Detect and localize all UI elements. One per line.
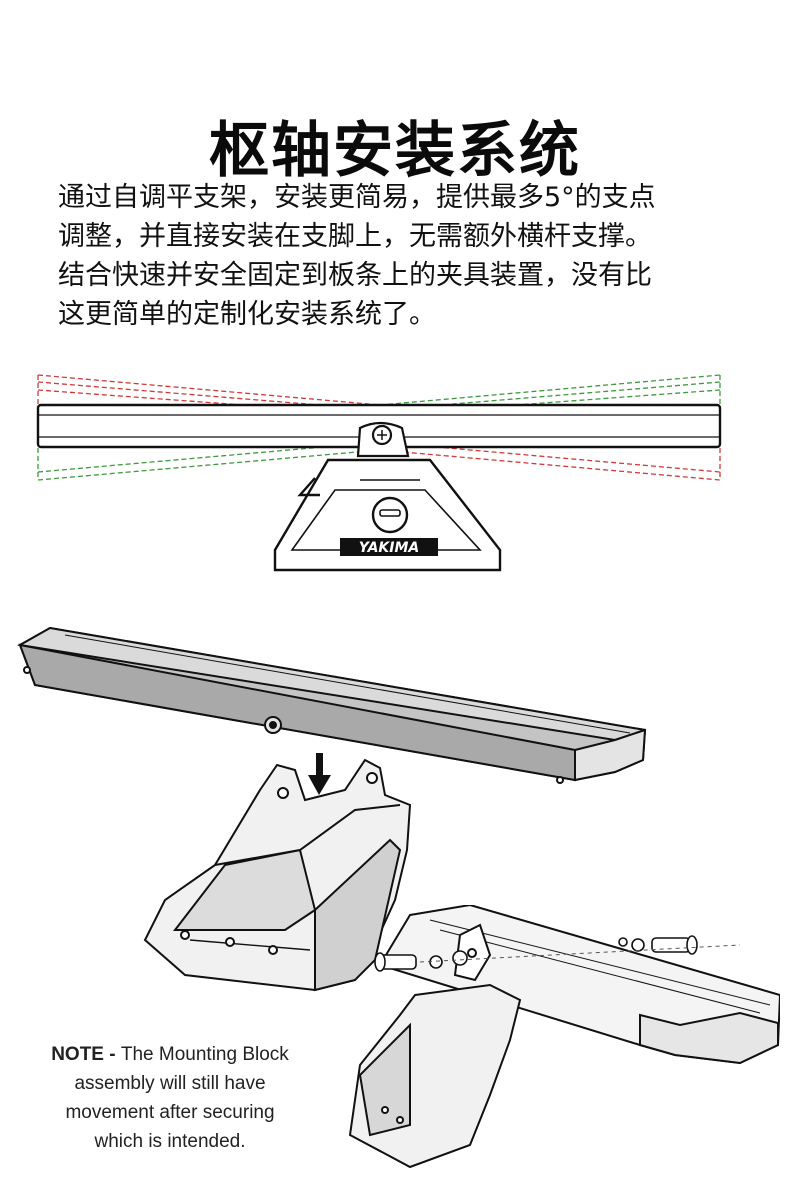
note-line: The Mounting Block [120, 1044, 289, 1065]
note-line: which is intended. [94, 1131, 246, 1152]
foot-section [348, 923, 522, 1169]
bolt-left [374, 950, 468, 972]
note-line: movement after securing [65, 1102, 275, 1123]
yakima-foot [273, 458, 502, 572]
yakima-logo: YAKIMA [340, 538, 438, 556]
pivot-tilt-diagram: YAKIMA [36, 374, 722, 572]
mounting-block [356, 421, 410, 458]
crossbar-rail [17, 626, 647, 784]
bolt-right [618, 935, 698, 955]
bolt-assembly-detail-diagram [348, 905, 780, 1169]
description-line: 结合快速并安全固定到板条上的夹具装置，没有比 [58, 260, 652, 291]
mounting-foot [143, 758, 412, 992]
description-line: 调整，并直接安装在支脚上，无需额外横杆支撑。 [58, 221, 652, 252]
svg-text:YAKIMA: YAKIMA [359, 540, 419, 556]
description: 通过自调平支架，安装更简易，提供最多5°的支点 调整，并直接安装在支脚上，无需额… [58, 178, 748, 334]
tilt-outline-red [37, 374, 721, 481]
note-line: assembly will still have [74, 1073, 266, 1094]
description-line: 通过自调平支架，安装更简易，提供最多5°的支点 [58, 182, 656, 213]
page-title: 枢轴安装系统 [209, 116, 581, 187]
note-separator: - [103, 1044, 121, 1065]
crossbar-mounting-diagram [17, 626, 647, 992]
dashed-guide [419, 944, 741, 963]
mounting-note: NOTE - The Mounting Block assembly will … [20, 1040, 320, 1156]
down-arrow-icon [308, 753, 331, 795]
note-label: NOTE [51, 1044, 104, 1065]
description-line: 这更简单的定制化安装系统了。 [58, 299, 436, 330]
